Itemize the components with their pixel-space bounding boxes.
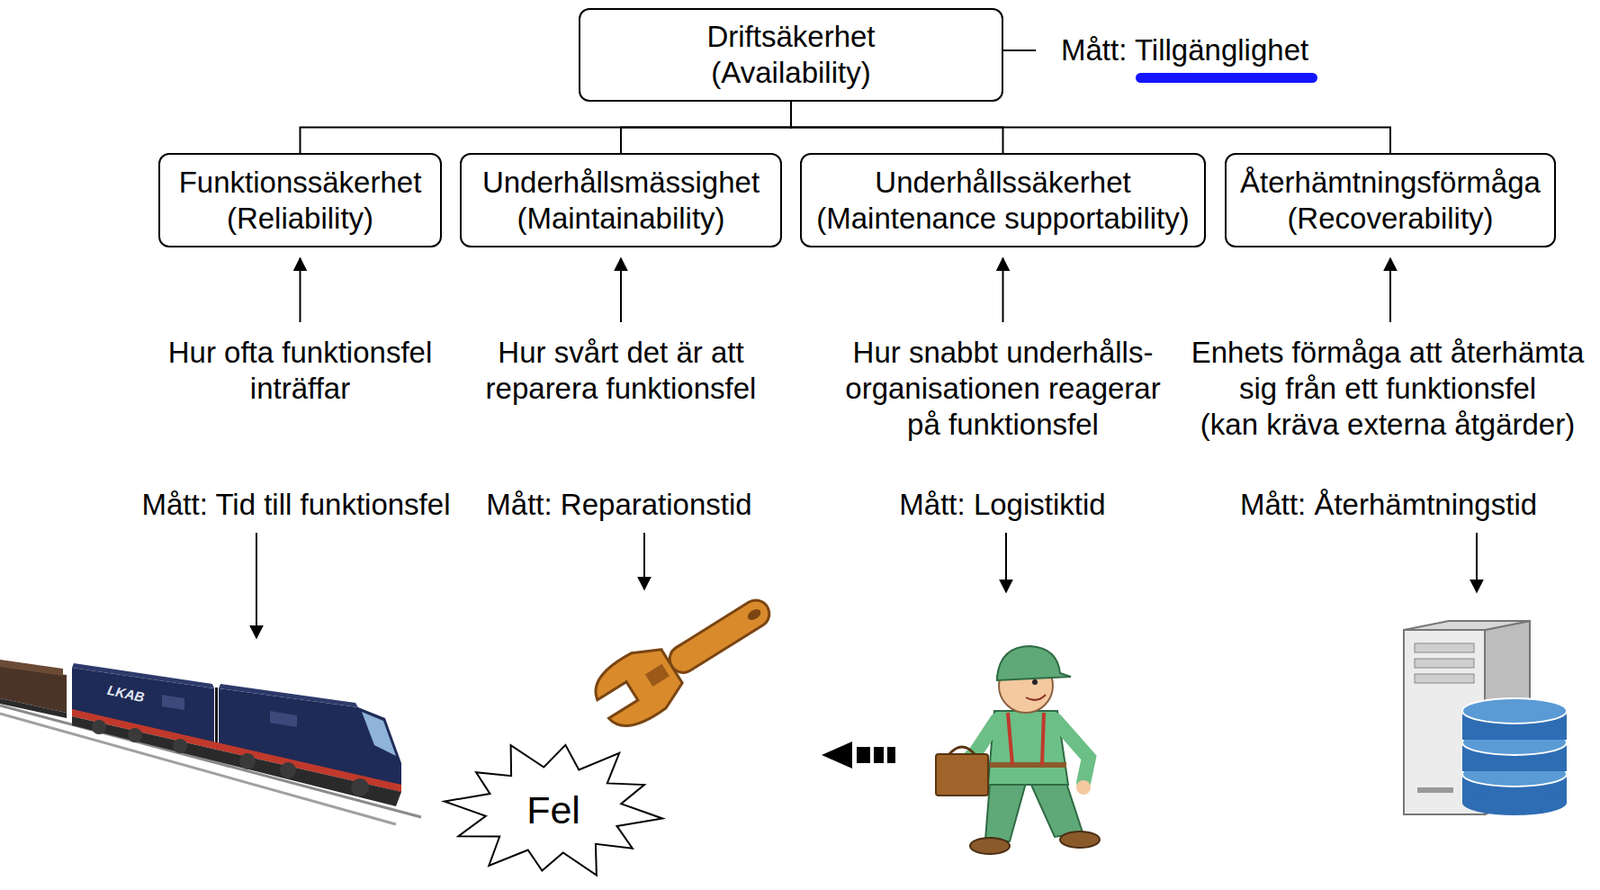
measure-label: Mått: Tillgänglighet — [1060, 32, 1309, 69]
down-arrows — [256, 532, 1477, 639]
leader-arrow — [643, 532, 646, 590]
up-arrows — [300, 258, 1392, 323]
box-subtitle: (Recoverability) — [1286, 200, 1493, 237]
box-title: Fel — [526, 787, 581, 833]
measure-label: Mått: Återhämtningstid — [1240, 486, 1538, 523]
box-subtitle: (Maintenance supportability) — [816, 200, 1190, 237]
connector-group — [300, 101, 1392, 153]
leader-arrow — [1389, 258, 1392, 323]
leader-arrow — [255, 532, 258, 639]
logo-text: LKAB — [106, 682, 147, 706]
tree-connector — [791, 101, 1391, 153]
box-subtitle: (Reliability) — [226, 200, 374, 237]
wrench-illustration — [585, 578, 785, 738]
burst-outline — [444, 745, 663, 876]
box-title: Underhållssäkerhet — [874, 164, 1131, 201]
description-label: Enhets förmåga att återhämta sig från et… — [1180, 334, 1595, 407]
measure-label: Mått: Tid till funktionsfel — [142, 486, 451, 523]
box-title: Driftsäkerhet — [706, 18, 875, 55]
train-illustration — [0, 659, 422, 825]
concept-box: Driftsäkerhet(Availability) — [578, 8, 1004, 102]
tree-connector — [620, 101, 792, 153]
box-subtitle: (Maintainability) — [516, 200, 725, 237]
approach-arrow — [821, 741, 896, 769]
note-label: (kan kräva externa åtgärder) — [1200, 406, 1575, 443]
box-subtitle: (Availability) — [710, 54, 871, 91]
leader-arrow — [299, 258, 302, 323]
leader-arrow — [620, 258, 622, 323]
description-label: Hur ofta funktionsfel inträffar — [152, 334, 450, 407]
measure-label: Mått: Reparationstid — [485, 486, 752, 523]
box-title: Underhållsmässighet — [482, 164, 760, 201]
leader-arrow — [1005, 532, 1007, 593]
highlight-underline — [1135, 72, 1318, 83]
description-label: Hur svårt det är att reparera funktionsf… — [472, 334, 770, 407]
box-title: Återhämtningsförmåga — [1240, 164, 1541, 201]
concept-box: Funktionssäkerhet(Reliability) — [158, 152, 442, 248]
leader-arrow — [1002, 258, 1005, 323]
fault-burst: Fel — [440, 736, 666, 884]
tree-connector — [300, 101, 792, 153]
server-illustration — [1403, 620, 1567, 816]
leader-arrow — [1475, 532, 1478, 593]
description-label: Hur snabbt underhålls- organisationen re… — [832, 334, 1175, 443]
concept-box: Underhållsmässighet(Maintainability) — [459, 152, 783, 248]
concept-box: Återhämtningsförmåga(Recoverability) — [1224, 152, 1556, 248]
concept-box: Underhållssäkerhet(Maintenance supportab… — [800, 152, 1206, 248]
box-title: Funktionssäkerhet — [179, 164, 423, 201]
technician-illustration — [935, 646, 1100, 854]
measure-label: Mått: Logistiktid — [898, 486, 1106, 523]
